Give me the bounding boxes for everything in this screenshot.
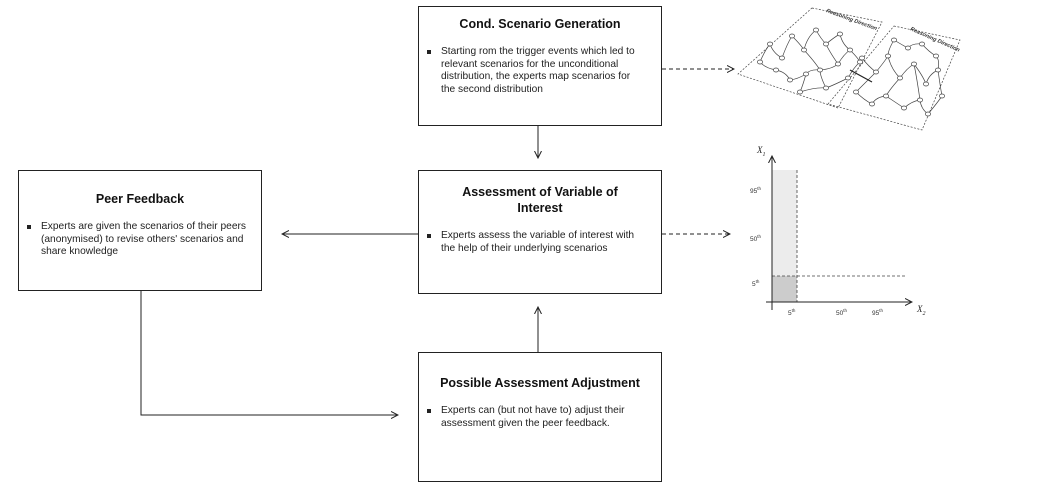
network-node <box>853 89 859 95</box>
network-node <box>773 67 779 73</box>
y-axis-label: X1 <box>757 145 766 158</box>
network-node <box>789 33 795 39</box>
network-node <box>813 27 819 33</box>
assessment-bullet: Experts assess the variable of interest … <box>427 230 651 255</box>
network-node <box>779 55 785 61</box>
network-node <box>923 81 929 87</box>
assessment-box: Assessment of Variable of Interest Exper… <box>418 170 662 294</box>
network-edge <box>791 35 805 51</box>
x-tick-95th: 95th <box>872 308 883 318</box>
network-bridge-edge <box>849 69 873 83</box>
network-edge <box>885 95 905 109</box>
possible-adjustment-title: Possible Assessment Adjustment <box>440 376 640 390</box>
network-edge <box>847 61 861 79</box>
network-edge <box>819 69 827 89</box>
network-edge <box>769 43 783 59</box>
network-node <box>797 89 803 95</box>
network-edge <box>803 29 817 51</box>
possible-adjustment-bullet: Experts can (but not have to) adjust the… <box>427 405 647 430</box>
network-node <box>869 101 875 107</box>
network-node <box>823 41 829 47</box>
network-edge <box>861 57 877 73</box>
x-tick-5th: 5th <box>788 308 796 318</box>
network-node <box>857 59 863 65</box>
peer-feedback-bullet: Experts are given the scenarios of their… <box>27 221 246 258</box>
network-edge <box>837 49 851 65</box>
network-node <box>891 37 897 43</box>
network-node <box>885 53 891 59</box>
network-node <box>933 53 939 59</box>
network-node <box>925 111 931 117</box>
network-node <box>905 45 911 51</box>
peer-feedback-title: Peer Feedback <box>95 192 185 206</box>
network-node <box>883 93 889 99</box>
network-lane-label-1: Reasoning Direction <box>825 8 878 32</box>
network-nodes <box>757 27 945 117</box>
network-node <box>847 47 853 53</box>
arrow-peer-to-adjust <box>140 291 398 415</box>
y-tick-5th: 5th <box>752 279 760 289</box>
network-edge <box>839 33 851 51</box>
network-node <box>917 97 923 103</box>
network-lane-label-2: Reasoning Direction <box>909 26 961 53</box>
network-edge <box>887 55 901 79</box>
quantile-plot <box>766 156 912 310</box>
network-node <box>935 67 941 73</box>
network-node <box>897 75 903 81</box>
scenario-network-illustration: Reasoning Direction Reasoning Direction <box>737 7 961 131</box>
network-edge <box>925 69 939 85</box>
network-edge <box>825 77 849 89</box>
shaded-corner-region <box>772 276 797 302</box>
network-edge <box>899 63 915 79</box>
cond-scenario-generation-box: Cond. Scenario Generation Starting rom t… <box>418 6 662 126</box>
peer-feedback-box: Peer Feedback Experts are given the scen… <box>18 170 262 291</box>
network-edge <box>875 55 889 73</box>
y-tick-95th: 95th <box>750 186 761 196</box>
network-edge <box>885 77 901 97</box>
network-edges <box>759 29 943 115</box>
network-edge <box>803 49 821 71</box>
network-node <box>859 55 865 61</box>
network-edge <box>937 69 943 97</box>
diagram-canvas: Reasoning Direction Reasoning Direction <box>140 7 961 467</box>
network-node <box>801 47 807 53</box>
assessment-title: Assessment of Variable of Interest <box>462 185 618 215</box>
network-node <box>835 61 841 67</box>
cond-scenario-generation-bullet: Starting rom the trigger events which le… <box>427 46 647 96</box>
network-edge <box>781 35 793 59</box>
x-tick-50th: 50th <box>836 308 847 318</box>
shaded-column-upper <box>772 170 797 276</box>
network-node <box>767 41 773 47</box>
network-node <box>787 77 793 83</box>
network-edge <box>887 39 895 57</box>
network-node <box>845 75 851 81</box>
network-edge <box>855 91 873 105</box>
network-node <box>911 61 917 67</box>
cond-scenario-generation-title: Cond. Scenario Generation <box>459 17 621 31</box>
network-node <box>837 31 843 37</box>
network-node <box>757 59 763 65</box>
network-edge <box>825 43 839 65</box>
x-axis-label: X2 <box>917 304 926 317</box>
network-node <box>803 71 809 77</box>
network-node <box>873 69 879 75</box>
possible-adjustment-box: Possible Assessment Adjustment Experts c… <box>418 352 662 482</box>
network-edge <box>913 63 921 101</box>
network-edge <box>799 87 827 93</box>
network-node <box>919 41 925 47</box>
y-tick-50th: 50th <box>750 234 761 244</box>
network-plane-2 <box>827 25 961 131</box>
network-node <box>939 93 945 99</box>
network-node <box>823 85 829 91</box>
network-node <box>901 105 907 111</box>
network-node <box>817 67 823 73</box>
